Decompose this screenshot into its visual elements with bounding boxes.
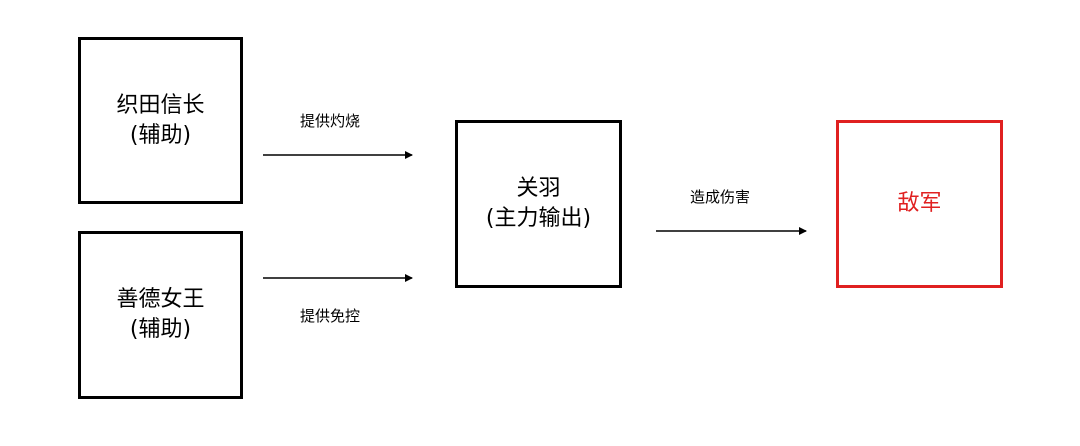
node-queen-seondeok: 善德女王 (辅助) (78, 231, 243, 399)
edge-label-burn: 提供灼烧 (300, 112, 361, 130)
edge-label-control-immunity: 提供免控 (300, 307, 361, 325)
node-seondeok-role: (辅助) (129, 317, 192, 342)
node-enemy-name: 敌军 (897, 191, 942, 216)
node-guan-yu: 关羽 (主力输出) (455, 120, 622, 288)
edge-label-damage: 造成伤害 (690, 188, 751, 206)
node-oda-role: (辅助) (129, 122, 192, 148)
node-oda-nobunaga: 织田信长 (辅助) (78, 37, 243, 204)
node-seondeok-name: 善德女王 (116, 287, 205, 312)
node-oda-name: 织田信长 (116, 92, 205, 118)
node-enemy: 敌军 (836, 120, 1003, 288)
node-guanyu-name: 关羽 (516, 176, 561, 201)
node-guanyu-role: (主力输出) (485, 206, 592, 231)
